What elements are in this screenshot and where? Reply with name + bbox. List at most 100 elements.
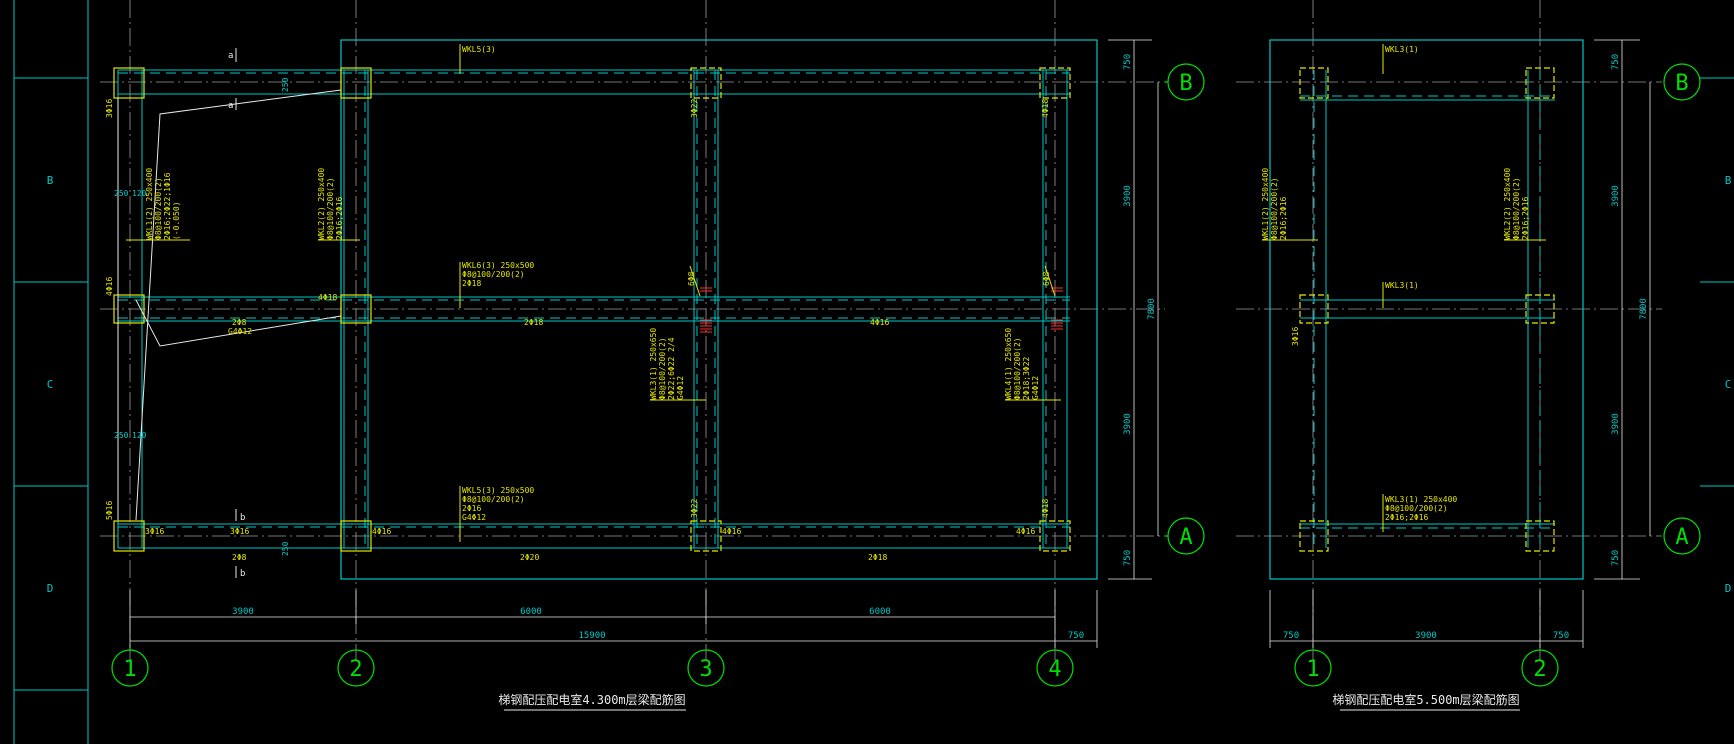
rebar-under-1: 2Φ8 [232, 553, 247, 562]
wkl5-line2: Φ8@100/200(2) [462, 495, 525, 504]
rebar-bot-col4v: 4Φ18 [1041, 499, 1050, 518]
plan1-group: a a b b WKL5(3) WKL6(3) 250x500 Φ8@100/2… [100, 0, 1205, 711]
wkl3-line1: WKL3(1) 250x650 [649, 328, 658, 400]
plan2-beam-dashes [1300, 70, 1555, 548]
p2-axis-a: A [1675, 525, 1688, 550]
plan1-rebar-labels: 2Φ18 4Φ16 4Φ18 2Φ20 2Φ18 3Φ16 3Φ16 4Φ16 … [105, 99, 1051, 562]
rebar-bot-left: 2Φ20 [520, 553, 539, 562]
wkl2-line2: Φ8@100/200(2) [326, 177, 335, 240]
p2-column-1b [1299, 67, 1329, 99]
wkl3-line2: Φ8@100/200(2) [658, 337, 667, 400]
plan1-dim-total: 15900 [578, 631, 605, 641]
plan1-beam-wkl3-label: WKL3(1) 250x650 Φ8@100/200(2) 2Φ22;6Φ22 … [649, 328, 685, 400]
wkl4-line3: 2Φ18;3Φ22 [1022, 356, 1031, 400]
plan1-hatch-marks [700, 287, 1063, 333]
frame-row-label-d: D [47, 582, 54, 595]
plan1-dim-right-3900a: 3900 [1123, 185, 1133, 207]
drawing-frame [13, 0, 1734, 744]
p2-beam-right-label: WKL2(2) 250x400 Φ8@100/200(2) 2Φ16;2Φ16 [1503, 168, 1530, 240]
wkl5-line3: 2Φ16 [462, 504, 481, 513]
plan1-dim-right-7800: 7800 [1147, 298, 1157, 320]
wkl2-line3: 2Φ16;2Φ16 [335, 196, 344, 240]
rebar-mid-col2: 4Φ18 [318, 293, 337, 302]
rebar-left-1: 3Φ16 [105, 99, 114, 118]
plan1-beam-wkl6-label: WKL6(3) 250x500 Φ8@100/200(2) 2Φ18 [462, 261, 534, 288]
column-1b [113, 67, 145, 99]
rebar-bot-col3: 4Φ16 [722, 527, 741, 536]
plan1-grid-lines [100, 0, 1165, 660]
small-dim-4: 120 [132, 431, 147, 440]
column-2c [340, 294, 372, 324]
plan1-beam-wkl1-label: WKL1(2) 250x400 Φ8@100/200(2) 2Φ16;2Φ22;… [145, 168, 181, 240]
p2-column-2c [1525, 294, 1555, 324]
p2-left-line3: 2Φ16;2Φ16 [1279, 196, 1288, 240]
plan1-title: 梯钢配压配电室4.300m层梁配筋图 [498, 692, 685, 707]
rebar-mid-right: 4Φ16 [870, 318, 889, 327]
p2-axis-1: 1 [1306, 657, 1319, 682]
frame-row-label-b-right: B [1725, 174, 1732, 187]
p2-dim-750a: 750 [1283, 631, 1299, 641]
p2-left-line1: WKL1(2) 250x400 [1261, 168, 1270, 240]
plan1-small-dims: 250 120 250 120 250 250 [114, 77, 290, 556]
plan2-label-leaders [1262, 44, 1546, 532]
p2-dim-750b: 750 [1553, 631, 1569, 641]
plan1-dim-edge: 750 [1068, 631, 1084, 641]
wkl2-line1: WKL2(2) 250x400 [317, 168, 326, 240]
plan1-axis-2: 2 [349, 657, 362, 682]
wkl4-line2: Φ8@100/200(2) [1013, 337, 1022, 400]
plan1-beam-wkl4-label: WKL4(1) 250x650 Φ8@100/200(2) 2Φ18;3Φ22 … [1004, 328, 1040, 400]
plan1-beam-wkl5-top: WKL5(3) [462, 45, 496, 54]
plan1-dim-6000b: 6000 [869, 607, 891, 617]
rebar-lower-left-2: G4Φ12 [228, 327, 252, 336]
wkl4-line4: G4Φ12 [1031, 376, 1040, 400]
plan1-dim-right-750a: 750 [1123, 54, 1133, 70]
p2-axis-b: B [1675, 71, 1688, 96]
column-1a [113, 520, 145, 552]
plan2-slab-outline [1269, 39, 1584, 580]
p2-column-2b [1525, 67, 1555, 99]
plan2-beams [1300, 70, 1555, 548]
plan1-slab-outline [340, 39, 1098, 580]
small-dim-6: 250 [281, 541, 290, 556]
p2-beam-top: WKL3(1) [1385, 45, 1419, 54]
p2-column-1c [1299, 294, 1329, 324]
rebar-bot-col3v: 3Φ22 [690, 499, 699, 518]
plan1-axis-1: 1 [123, 657, 136, 682]
p2-left-rebar: 3Φ16 [1291, 327, 1300, 346]
wkl5-line4: G4Φ12 [462, 513, 486, 522]
plan2-axis-bubbles [1294, 63, 1701, 687]
rebar-bot-right: 2Φ18 [868, 553, 887, 562]
rebar-mid-left: 2Φ18 [524, 318, 543, 327]
p2-dim-right-3900a: 3900 [1611, 185, 1621, 207]
small-dim-2: 120 [132, 189, 147, 198]
rebar-stirrup-b: 6Φ8 [1042, 271, 1051, 286]
plan2-columns [1299, 67, 1555, 552]
wkl6-line3: 2Φ18 [462, 279, 481, 288]
wkl6-line1: WKL6(3) 250x500 [462, 261, 534, 270]
p2-left-line2: Φ8@100/200(2) [1270, 177, 1279, 240]
section-b-bot: b [240, 569, 245, 579]
p2-axis-2: 2 [1533, 657, 1546, 682]
plan1-axis-b: B [1179, 71, 1192, 96]
rebar-lower-left-1: 2Φ8 [232, 318, 247, 327]
plan2-group: WKL3(1) WKL3(1) WKL3(1) 250x400 Φ8@100/2… [1236, 0, 1701, 711]
p2-dim-right-750a: 750 [1611, 54, 1621, 70]
rebar-left-2: 4Φ16 [105, 277, 114, 296]
plan1-dim-lines [129, 39, 1159, 648]
rebar-bot-col2: 4Φ16 [372, 527, 391, 536]
plan1-beams [117, 69, 1070, 549]
column-3b [690, 67, 722, 99]
frame-row-label-c-right: C [1725, 378, 1732, 391]
column-3a [690, 520, 722, 552]
p2-beam-mid: WKL3(1) [1385, 281, 1419, 290]
plan1-axis-bubbles [111, 63, 1205, 687]
p2-right-line2: Φ8@100/200(2) [1512, 177, 1521, 240]
wkl4-line1: WKL4(1) 250x650 [1004, 328, 1013, 400]
section-b-top: b [240, 513, 245, 523]
wkl3-line4: G4Φ12 [676, 376, 685, 400]
plan1-columns [113, 67, 1071, 552]
p2-right-line1: WKL2(2) 250x400 [1503, 168, 1512, 240]
p2-dim-3900: 3900 [1415, 631, 1437, 641]
rebar-stirrup-a: 6Φ8 [687, 271, 696, 286]
